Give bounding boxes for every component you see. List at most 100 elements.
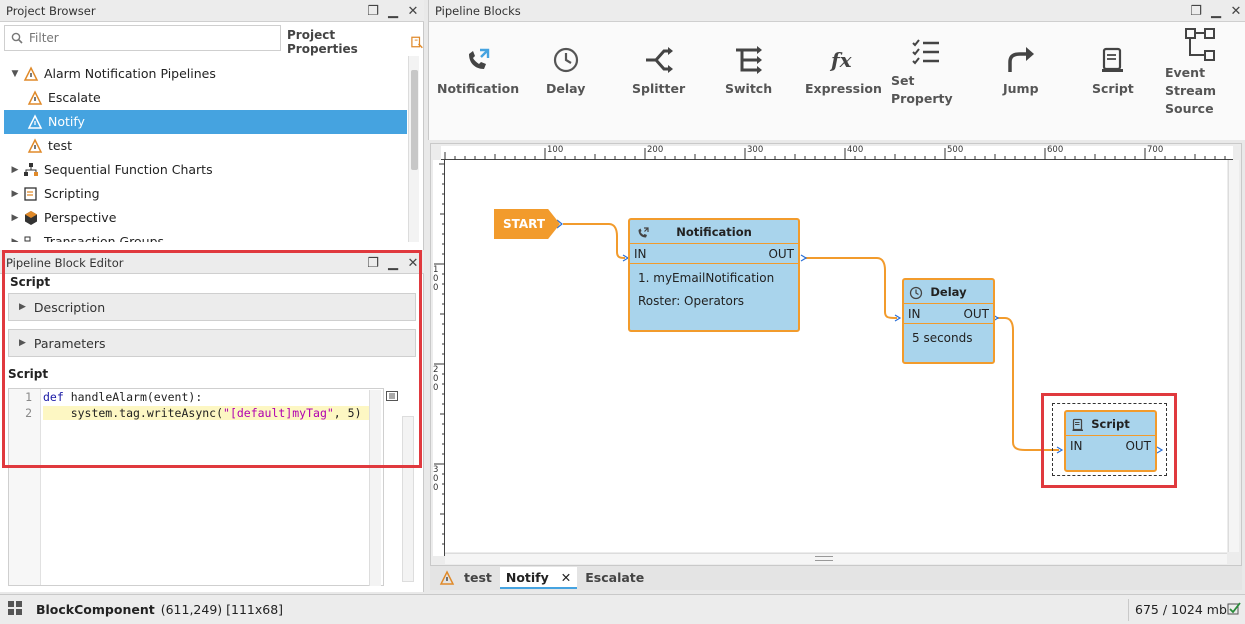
status-component: BlockComponent (36, 602, 155, 617)
clock-icon (553, 47, 578, 73)
script-code-editor[interactable]: 1 2 def handleAlarm(event): system.tag.w… (8, 388, 384, 586)
tree-scrollbar[interactable] (408, 56, 419, 242)
tree-item-scripting[interactable]: ▶ Scripting (8, 182, 388, 206)
tool-switch[interactable]: Switch (725, 46, 772, 98)
parameters-collapser[interactable]: ▶ Parameters (8, 329, 416, 357)
chevron-right-icon: ▶ (19, 302, 26, 312)
ruler-label: 100 (547, 145, 564, 155)
pipeline-tab-icon (436, 570, 458, 586)
tool-notification[interactable]: Notification (437, 46, 519, 98)
script-block[interactable]: Script IN OUT (1064, 410, 1157, 472)
notification-block[interactable]: Notification IN OUT 1. myEmailNotificati… (628, 218, 800, 332)
block-ports: IN OUT (630, 244, 798, 264)
close-icon[interactable]: ✕ (560, 570, 572, 585)
tree-item-label: Sequential Function Charts (44, 162, 213, 177)
tool-label: Switch (725, 81, 773, 96)
tree-scrollbar-thumb[interactable] (411, 70, 418, 170)
code-line-1[interactable]: def handleAlarm(event): (43, 390, 202, 404)
out-port[interactable]: OUT (963, 307, 989, 321)
description-collapser[interactable]: ▶ Description (8, 293, 416, 321)
delay-duration: 5 seconds (912, 331, 973, 345)
editor-outer-scrollbar[interactable] (402, 416, 414, 582)
grid-icon[interactable] (8, 601, 22, 618)
pipeline-canvas[interactable]: START Notification IN OUT 1. myEmailNoti… (445, 160, 1227, 552)
chevron-right-icon[interactable]: ▶ (11, 189, 19, 199)
minimize-icon[interactable]: ▁ (388, 3, 398, 19)
tool-label: Delay (546, 81, 586, 96)
editor-scrollbar[interactable] (369, 390, 381, 586)
pipeline-blocks-panel: Pipeline Blocks ❐ ▁ ✕ Notification Delay… (428, 0, 1245, 140)
minimize-icon[interactable]: ▁ (388, 255, 398, 271)
tree-item-perspective[interactable]: ▶ Perspective (8, 206, 388, 230)
tool-script[interactable]: Script (1092, 46, 1134, 98)
block-title: Notification (630, 220, 798, 244)
editor-menu-icon[interactable] (386, 390, 398, 404)
close-icon[interactable]: ✕ (407, 255, 419, 271)
tree-item-alarm-notification-pipelines[interactable]: ▼ Alarm Notification Pipelines (8, 62, 388, 86)
delay-block[interactable]: Delay IN OUT 5 seconds (902, 278, 995, 364)
restore-icon[interactable]: ❐ (367, 3, 379, 19)
restore-icon[interactable]: ❐ (1190, 3, 1202, 19)
status-coords: (611,249) [111x68] (160, 602, 284, 617)
chevron-right-icon[interactable]: ▶ (11, 213, 19, 223)
filter-box[interactable] (4, 25, 281, 51)
tree-item-transaction-groups[interactable]: ▶ Transaction Groups (8, 230, 388, 242)
notification-profile: 1. myEmailNotification (638, 271, 775, 285)
phone-icon (636, 224, 650, 248)
project-tree: ▼ Alarm Notification Pipelines Escalate … (4, 58, 407, 242)
tab-notify[interactable]: Notify✕ (499, 567, 578, 589)
tool-label: Script (1092, 81, 1134, 96)
block-editor-window-controls: ❐ ▁ ✕ (366, 252, 420, 274)
ruler-label: 400 (847, 145, 864, 155)
code-keyword: def (43, 390, 64, 404)
tab-test[interactable]: test (464, 570, 492, 585)
canvas-horizontal-scrollbar[interactable] (445, 553, 1227, 564)
tree-item-sequential-function-charts[interactable]: ▶ Sequential Function Charts (8, 158, 388, 182)
project-browser-title: Project Browser (0, 0, 424, 22)
tool-label: Event Stream Source (1165, 65, 1217, 116)
project-properties-link[interactable]: Project Properties (287, 28, 423, 56)
tree-item-test[interactable]: test (26, 134, 386, 158)
tool-expression[interactable]: fx Expression (805, 46, 882, 98)
close-icon[interactable]: ✕ (407, 3, 419, 19)
tree-item-label: Notify (48, 114, 85, 129)
canvas-vertical-scrollbar[interactable] (1228, 160, 1239, 552)
svg-text:fx: fx (829, 48, 853, 72)
gc-icon[interactable] (1227, 601, 1241, 618)
tool-splitter[interactable]: Splitter (632, 46, 685, 98)
chevron-right-icon[interactable]: ▶ (11, 237, 19, 242)
code-string: "[default]myTag" (223, 406, 334, 420)
pipeline-icon (26, 138, 44, 154)
ruler-label: 700 (1147, 145, 1164, 155)
scrollbar-grip[interactable] (815, 556, 833, 561)
splitter-icon (645, 47, 673, 73)
tool-jump[interactable]: Jump (1003, 46, 1039, 98)
chevron-right-icon[interactable]: ▶ (11, 165, 19, 175)
description-label: Description (33, 299, 106, 315)
in-port[interactable]: IN (908, 307, 921, 321)
block-editor-title: Pipeline Block Editor (0, 252, 424, 274)
tool-set-property[interactable]: Set Property (891, 38, 953, 108)
out-port[interactable]: OUT (768, 247, 794, 261)
chevron-down-icon[interactable]: ▼ (11, 69, 19, 79)
ruler-label: 600 (1047, 145, 1064, 155)
out-port[interactable]: OUT (1125, 439, 1151, 453)
code-line-2[interactable]: system.tag.writeAsync("[default]myTag", … (43, 406, 371, 420)
in-port[interactable]: IN (634, 247, 647, 261)
minimize-icon[interactable]: ▁ (1211, 3, 1221, 19)
script-label: Script (8, 367, 49, 381)
close-icon[interactable]: ✕ (1230, 3, 1242, 19)
tool-event-stream-source[interactable]: Event Stream Source (1165, 28, 1225, 118)
tree-item-escalate[interactable]: Escalate (26, 86, 386, 110)
in-port[interactable]: IN (1070, 439, 1083, 453)
line-number: 2 (25, 406, 32, 420)
tab-escalate[interactable]: Escalate (585, 570, 645, 585)
memory-usage: 675 / 1024 mb (1135, 602, 1227, 617)
tool-delay[interactable]: Delay (546, 46, 585, 98)
tree-item-notify[interactable]: Notify (4, 110, 407, 134)
restore-icon[interactable]: ❐ (367, 255, 379, 271)
block-title-text: Script (1091, 417, 1130, 431)
filter-input[interactable] (29, 31, 269, 45)
ruler-label: 500 (947, 145, 964, 155)
start-node[interactable]: START (494, 209, 560, 239)
